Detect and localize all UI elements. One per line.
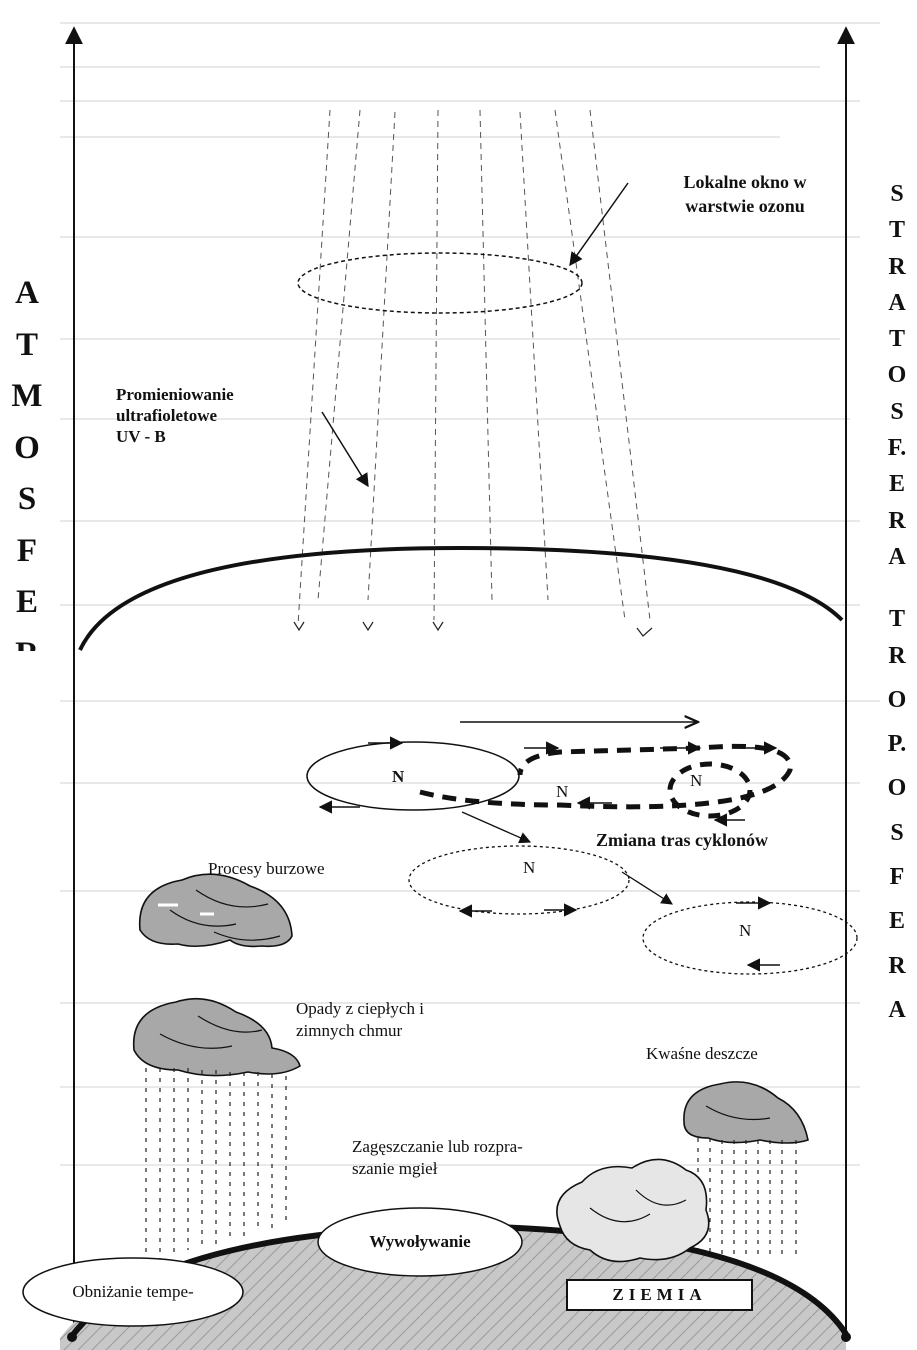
uv-ray-arrowheads	[294, 622, 652, 636]
vertical-letter: R	[876, 249, 917, 285]
precipitation-label: Opady z ciepłych i zimnych chmur	[296, 998, 424, 1042]
acid-rain-lines	[698, 1138, 796, 1258]
vertical-letter: F	[6, 526, 48, 578]
vertical-letter: A	[876, 285, 917, 321]
cyclone-path-label: Zmiana tras cyklonów	[596, 830, 768, 851]
cyclone-label-pointer-1	[462, 812, 530, 842]
vertical-letter: S	[876, 394, 917, 430]
uv-label-line: UV - B	[116, 426, 234, 447]
cyclone-dashed-inner	[670, 764, 750, 816]
earth-label-box: ZIEMIA	[566, 1279, 753, 1311]
vertical-letter: T	[876, 601, 917, 637]
vertical-letter: R	[6, 629, 48, 651]
fog-label-line: Zagęszczanie lub rozpra-	[352, 1136, 523, 1158]
uv-radiation-label: Promieniowanie ultrafioletowe UV - B	[116, 384, 234, 447]
vertical-letter: A	[6, 268, 48, 320]
vertical-letter: S	[876, 815, 917, 851]
vertical-letter: O	[876, 357, 917, 393]
cause-label: Wywoływanie	[330, 1232, 510, 1252]
vertical-letter: R	[876, 503, 917, 539]
fog-cloud	[557, 1159, 709, 1261]
storm-cloud	[140, 874, 292, 946]
cyclone-dashed-loop	[420, 746, 790, 807]
cyclone-symbol: N	[523, 857, 535, 878]
earth-right-endpoint	[841, 1332, 851, 1342]
acid-rain-cloud	[684, 1082, 808, 1143]
vertical-letter: S	[876, 176, 917, 212]
vertical-letter: A	[876, 992, 917, 1028]
ozone-window-label: Lokalne okno w warstwie ozonu	[660, 170, 830, 218]
cyclone-ellipse-solid	[307, 742, 519, 810]
earth-left-endpoint	[67, 1332, 77, 1342]
vertical-letter: T	[6, 320, 48, 372]
vertical-letter: T	[876, 212, 917, 248]
vertical-letter: M	[6, 371, 48, 423]
cyclone-ellipse-lower	[409, 846, 629, 914]
temperature-label: Obniżanie tempe-	[40, 1282, 226, 1302]
vertical-letter: E	[876, 466, 917, 502]
vertical-letter: R	[876, 948, 917, 984]
precipitation-cloud	[134, 999, 300, 1076]
cyclone-symbol: N	[690, 770, 702, 791]
cyclone-label-pointer-2	[622, 872, 672, 904]
precipitation-label-line: zimnych chmur	[296, 1020, 424, 1042]
uv-label-line: ultrafioletowe	[116, 405, 234, 426]
vertical-letter: O	[876, 682, 917, 718]
ozone-window-label-line: warstwie ozonu	[660, 194, 830, 218]
vertical-letter: F.	[876, 430, 917, 466]
cyclone-direction-arrows	[320, 743, 780, 965]
cyclone-symbol: N	[556, 781, 568, 802]
ozone-window-ellipse	[298, 253, 582, 313]
cyclone-symbol: N	[739, 920, 751, 941]
vertical-letter: A	[876, 539, 917, 575]
uv-label-line: Promieniowanie	[116, 384, 234, 405]
fog-label: Zagęszczanie lub rozpra- szanie mgieł	[352, 1136, 523, 1180]
vertical-letter: E	[876, 903, 917, 939]
vertical-letter: T	[876, 321, 917, 357]
vertical-letter: P.	[876, 726, 917, 762]
precipitation-rain-lines	[146, 1068, 286, 1260]
vertical-letter: O	[6, 423, 48, 475]
vertical-letter: O	[876, 770, 917, 806]
stratosphere-boundary-arc	[80, 548, 842, 650]
vertical-letter: R	[876, 638, 917, 674]
cyclone-symbol: N	[392, 766, 404, 787]
acid-rain-label: Kwaśne deszcze	[646, 1043, 758, 1064]
storm-label: Procesy burzowe	[208, 858, 325, 879]
ozone-window-pointer	[570, 183, 628, 265]
vertical-letter: E	[6, 577, 48, 629]
vertical-letter: F	[876, 859, 917, 895]
vertical-letter: S	[6, 474, 48, 526]
stratosphere-troposphere-vertical-label: S T R A T O S F. E R A T R O P. O S F E …	[876, 176, 917, 1028]
fog-label-line: szanie mgieł	[352, 1158, 523, 1180]
precipitation-label-line: Opady z ciepłych i	[296, 998, 424, 1020]
ozone-window-label-line: Lokalne okno w	[660, 170, 830, 194]
atmosphere-vertical-label: A T M O S F E R	[6, 268, 48, 651]
